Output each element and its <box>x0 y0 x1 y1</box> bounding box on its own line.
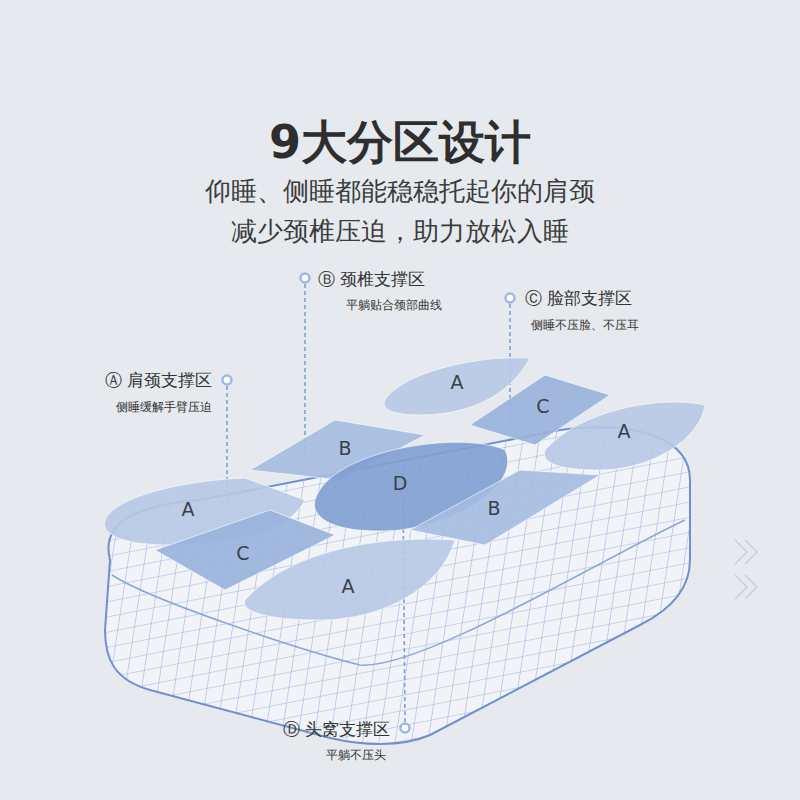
pillow-outline <box>105 427 690 744</box>
callout-title: Ⓒ 脸部支撑区 <box>525 287 632 310</box>
pad-outline <box>410 470 600 545</box>
callout-title: Ⓓ 头窝支撑区 <box>283 718 390 741</box>
title: 9大分区设计 <box>269 112 531 174</box>
pillow-grid <box>80 400 720 760</box>
callout-note: 侧睡不压脸、不压耳 <box>531 317 639 334</box>
callout-note: 平躺贴合颈部曲线 <box>346 297 442 314</box>
subtitle: 仰睡、侧睡都能稳稳托起你的肩颈 <box>205 174 595 209</box>
subtitle: 减少颈椎压迫，助力放松入睡 <box>231 214 569 249</box>
zone-letter: C <box>236 542 249 564</box>
zone-letter: A <box>451 371 464 393</box>
callout-note: 侧睡缓解手臂压迫 <box>116 399 212 416</box>
zone-pad: A <box>240 530 460 625</box>
pad-outline <box>244 539 455 620</box>
zone-letter: B <box>487 497 500 519</box>
zone-letter: A <box>182 498 195 520</box>
zone-pad: B <box>405 465 605 550</box>
zone-letter: B <box>338 437 351 459</box>
pad-shape <box>405 465 605 550</box>
zone-letter: D <box>393 472 408 494</box>
zone-letter: A <box>342 575 355 597</box>
callout-note: 平躺不压头 <box>326 747 386 764</box>
pad-outline <box>544 402 705 470</box>
zone-letter: A <box>618 420 631 442</box>
zone-letter: C <box>536 395 549 417</box>
callout-title: Ⓑ 颈椎支撑区 <box>318 268 425 291</box>
decor-chevrons <box>735 540 757 599</box>
zone-pad: A <box>540 395 710 475</box>
callout-title: Ⓐ 肩颈支撑区 <box>105 369 212 392</box>
